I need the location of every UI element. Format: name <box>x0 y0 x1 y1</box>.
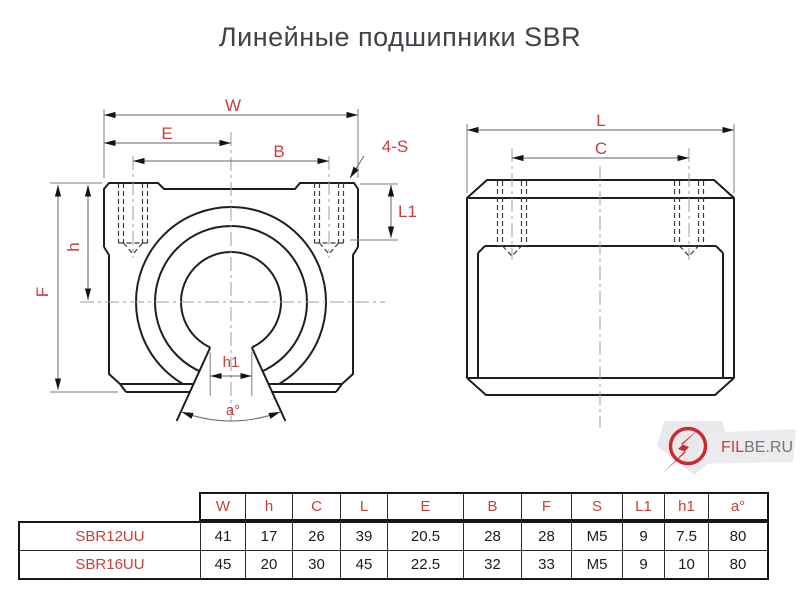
logo-text-red: FIL <box>721 439 744 456</box>
side-extension-lines <box>466 124 735 193</box>
logo-text-gray: BE.RU <box>744 439 793 456</box>
table-header-cell: h1 <box>665 494 709 519</box>
front-view-drawing: W E B 4-S L1 h F h1 a° <box>33 96 417 432</box>
value-cell: 26 <box>293 523 341 550</box>
table-row: SBR12UU 41 17 26 39 20.5 28 28 M5 9 7.5 … <box>20 523 767 551</box>
table-row: SBR16UU 45 20 30 45 22.5 32 33 M5 9 10 8… <box>20 551 767 578</box>
table-header-cell: W <box>201 494 246 519</box>
value-cell: 45 <box>341 551 388 578</box>
table-header-cell: E <box>388 494 464 519</box>
table-header-cell: L1 <box>623 494 665 519</box>
dim-label-h1: h1 <box>223 354 240 371</box>
value-cell: 20.5 <box>388 523 464 550</box>
front-dimension-lines <box>54 111 395 422</box>
value-cell: M5 <box>572 523 623 550</box>
value-cell: 80 <box>729 556 747 573</box>
dim-label-f: F <box>33 287 52 297</box>
side-dimension-lines <box>467 126 734 162</box>
page-title: Линейные подшипники SBR <box>218 22 582 52</box>
table-header-cell: h <box>246 494 293 519</box>
dim-label-l: L <box>596 111 605 130</box>
side-view-drawing: L C <box>466 111 735 428</box>
side-tapped-holes <box>496 181 705 257</box>
value-cell: 9 <box>623 551 665 578</box>
table-header-cell: L <box>341 494 388 519</box>
table-header-cell: C <box>293 494 341 519</box>
side-centerlines <box>511 148 690 428</box>
value-cell: 10 <box>665 551 709 578</box>
dim-label-e: E <box>161 124 172 143</box>
logo: FILBE.RU <box>657 421 796 475</box>
dim-label-b: B <box>273 142 284 161</box>
table-body: SBR12UU 41 17 26 39 20.5 28 28 M5 9 7.5 … <box>18 521 769 580</box>
value-cell: 80 <box>729 528 747 545</box>
value-cell: 9 <box>623 523 665 550</box>
dim-label-w: W <box>225 96 241 115</box>
dim-label-a: a° <box>226 402 240 419</box>
table-header-cell: F <box>522 494 572 519</box>
value-cell: 7.5 <box>665 523 709 550</box>
value-cell: 33 <box>522 551 572 578</box>
table-header-cell: B <box>464 494 522 519</box>
value-cell: 28 <box>522 523 572 550</box>
value-cell: 17 <box>246 523 293 550</box>
value-cell: 45 <box>201 551 246 578</box>
table-header-row: W h C L E B F S L1 h1 a° <box>199 492 769 521</box>
front-tapped-holes <box>117 183 345 255</box>
logo-text: FILBE.RU <box>721 439 793 456</box>
value-cell: 32 <box>464 551 522 578</box>
dim-label-4s: 4-S <box>382 137 408 156</box>
value-cell: 39 <box>341 523 388 550</box>
table-header-cell: a° <box>730 498 746 515</box>
model-name-cell: SBR12UU <box>20 523 201 550</box>
value-cell: 20 <box>246 551 293 578</box>
value-cell: M5 <box>572 551 623 578</box>
logo-ring-icon <box>668 426 708 466</box>
value-cell: 22.5 <box>388 551 464 578</box>
value-cell: 28 <box>464 523 522 550</box>
dim-label-l1: L1 <box>398 202 417 221</box>
side-outline <box>466 179 735 396</box>
dim-label-h: h <box>64 242 83 251</box>
table-header-cell: S <box>572 494 623 519</box>
model-name-cell: SBR16UU <box>20 551 201 578</box>
value-cell: 41 <box>201 523 246 550</box>
four-s-leader-line <box>349 155 365 179</box>
dim-label-c: C <box>595 139 607 158</box>
value-cell: 30 <box>293 551 341 578</box>
logo-banner <box>697 429 796 464</box>
front-outline <box>103 182 359 422</box>
